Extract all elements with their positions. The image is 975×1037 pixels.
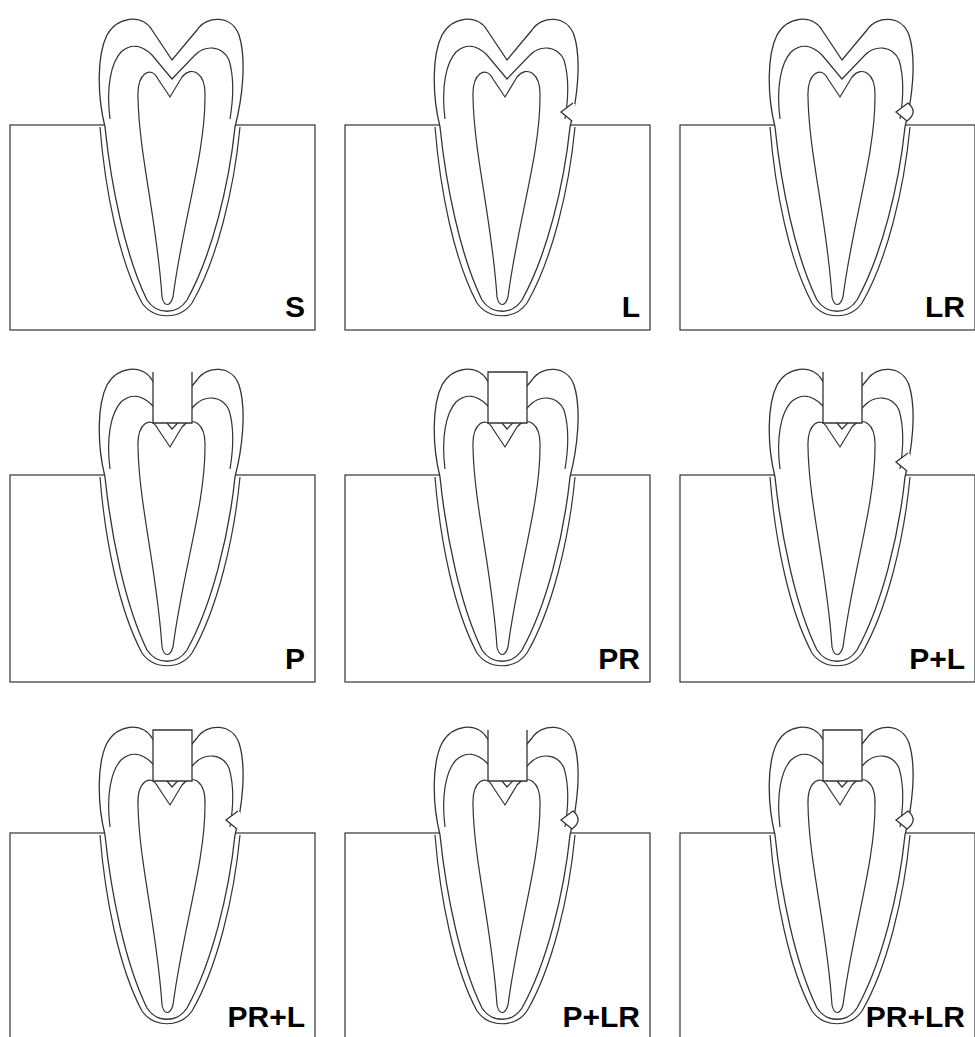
panel-box: L <box>345 125 650 330</box>
tooth <box>99 719 243 1024</box>
pulp-outline <box>808 421 875 654</box>
tooth-panel <box>680 19 975 330</box>
lesion-mask <box>573 104 574 120</box>
cavity-mask <box>823 361 862 423</box>
pulp-outline <box>138 779 205 1012</box>
cavity-restoration <box>823 730 862 781</box>
tooth-panel <box>345 719 650 1037</box>
lesion-mask <box>908 454 909 470</box>
panel-box: P+L <box>680 475 975 682</box>
tooth <box>434 719 578 1024</box>
panel-label: PR <box>598 644 640 674</box>
panel-label: P+L <box>909 644 965 674</box>
cervical-lesion <box>226 811 238 829</box>
pulp-outline <box>138 421 205 654</box>
lesion-restoration <box>561 811 578 829</box>
tooth <box>99 19 243 316</box>
pulp-outline <box>473 71 540 304</box>
cavity-preparation <box>823 372 862 423</box>
cavity-preparation <box>153 372 192 423</box>
cavity-restoration <box>153 730 192 781</box>
panel-label: LR <box>925 292 965 322</box>
cavity-mask <box>488 361 527 423</box>
panel-box: LR <box>680 125 975 330</box>
cavity-restoration <box>488 372 527 423</box>
panel-label: S <box>285 292 305 322</box>
panel-box: P+LR <box>345 833 650 1037</box>
lesion-restoration <box>896 103 913 121</box>
cavity-mask <box>153 719 192 781</box>
panel-box: P <box>10 475 315 682</box>
tooth-panel <box>680 719 975 1037</box>
panel-box: PR+L <box>10 833 315 1037</box>
cavity-mask <box>488 719 527 781</box>
pulp-outline <box>138 71 205 304</box>
cavity-preparation <box>488 730 527 781</box>
pulp-outline <box>473 421 540 654</box>
tooth <box>99 361 243 666</box>
tooth-outline <box>99 19 243 311</box>
tooth-panel <box>680 361 975 682</box>
tooth-outline <box>769 19 913 311</box>
tooth <box>769 19 913 316</box>
panel-box: S <box>10 125 315 330</box>
tooth <box>434 361 578 666</box>
panel-box: PR+LR <box>680 833 975 1037</box>
tooth-panel <box>10 19 315 330</box>
pulp-outline <box>808 71 875 304</box>
tooth-panel <box>10 719 315 1037</box>
panel-box: PR <box>345 475 650 682</box>
tooth-outline <box>434 19 578 311</box>
tooth <box>434 19 578 316</box>
lesion-restoration <box>896 811 913 829</box>
tooth-panel <box>10 361 315 682</box>
panel-label: PR+LR <box>866 1002 965 1032</box>
cervical-lesion <box>896 453 908 471</box>
cervical-lesion <box>561 103 573 121</box>
panel-label: P <box>285 644 305 674</box>
pulp-outline <box>808 779 875 1012</box>
tooth <box>769 361 913 666</box>
lesion-mask <box>238 812 239 828</box>
pulp-outline <box>473 779 540 1012</box>
tooth-panel <box>345 19 650 330</box>
cavity-mask <box>153 361 192 423</box>
tooth <box>769 719 913 1024</box>
tooth-panel <box>345 361 650 682</box>
panel-label: P+LR <box>562 1002 640 1032</box>
cavity-mask <box>823 719 862 781</box>
panel-label: PR+L <box>227 1002 305 1032</box>
panel-label: L <box>622 292 640 322</box>
